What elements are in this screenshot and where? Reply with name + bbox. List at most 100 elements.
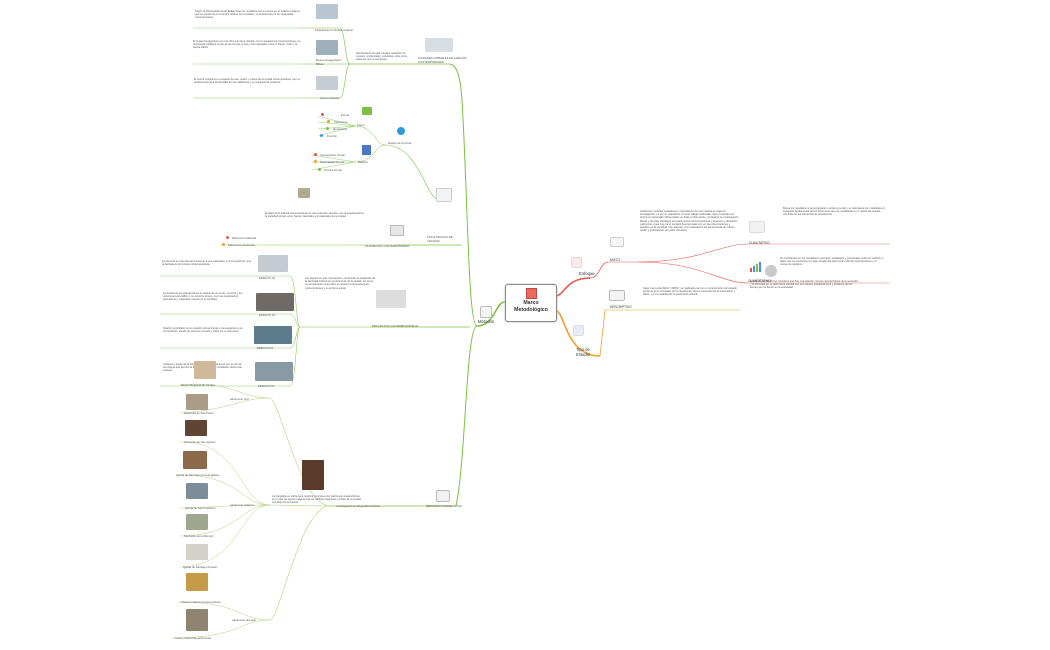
connector-line [311,154,356,163]
ficha-group-label[interactable]: Diseño de la Ficha [388,141,412,145]
project-photo-2 [256,293,294,311]
enfoque-mixto-label[interactable]: MIXTO [610,258,621,262]
connector-line [177,474,271,506]
fisico-item-funcion: Función [327,134,337,138]
connector-line [384,144,441,201]
printer-icon [609,290,625,301]
ficha-estetico-label[interactable]: Estético [358,160,368,164]
registro-item-5: Iglesia de San Francisco [185,506,216,510]
connector-line [289,326,301,349]
enfoque-cualitativo-label[interactable]: CUALITATIVO [749,241,770,245]
registro-item-6: Santuario de la Merced [184,534,213,538]
estetico-item-1: Composición formal [320,153,345,157]
books-icon [573,325,584,336]
bar-chart-icon [748,262,762,272]
registro-group-2[interactable]: patrimonio religioso [230,503,255,507]
heritage-photo-2 [186,394,208,410]
tipo-right-text: El estudio de Madrid se considera que ha… [750,280,858,290]
center-topic-node[interactable]: Marco Metodológico [505,284,557,322]
heritage-photo-5 [186,483,208,499]
connector-line [637,261,749,284]
heritage-photo [298,188,310,198]
estetico-item-3: Textura formal [324,168,342,172]
heritage-photo-7 [186,544,208,560]
project-photo-4 [255,362,293,381]
connector-line [339,63,351,99]
project-photo-3 [254,326,292,344]
registro-group-1[interactable]: patrimonio civil [230,397,249,401]
enfoque-cuantitativo-text: Se considerará en los resultados numéric… [780,257,884,267]
registro-item-1: Museo Regional de Ciudad [181,383,215,387]
heritage-photo-3 [185,420,207,436]
branch-tipo-estudio[interactable]: Tipo de Estudio [576,347,590,357]
people-icon [390,225,404,236]
fisico-item-volumetria: Volumetría [334,120,348,124]
connector-line [177,601,271,621]
registro-item-8: Casona cultural contemporánea [181,600,221,604]
metodos-trunk-down [455,325,478,507]
building-blue-icon [362,145,371,155]
registro-item-2: Hacienda de San Pedro [184,411,214,415]
enfoque-cuantitativo-label[interactable]: CUANTITATIVO [748,279,771,283]
ficha-fisico-label[interactable]: Físico [357,123,365,127]
project-photo-1 [258,255,288,272]
connector-line [637,243,749,263]
connector-line [179,383,271,399]
metodos-trunk [449,63,478,327]
map-icon [525,288,537,299]
herramientas-item-1-text: Según la Real Academia de Bellas Artes s… [195,10,300,20]
proyectos-item-3-text: Diseño inmobiliario con la relación de l… [163,327,243,334]
ficha-patrimonio-label[interactable]: PATRIMONIO CONTEMPORÁNEO [365,244,410,248]
tipo-branch-line [554,309,601,357]
fisico-item-forma: Forma [341,113,350,117]
connector-line [289,313,301,328]
heritage-photo-4 [183,451,207,469]
connector-line [179,397,271,414]
heritage-photo-1 [194,361,216,379]
registro-item-4: Iglesia de San Marcos Evangelista [176,473,219,477]
priority-dot [226,236,229,239]
heritage-photo-8 [186,573,208,591]
connector-line [179,441,271,506]
proyectos-item-4-caption: EDIFICIO 04 [258,384,275,388]
connector-line [179,504,271,509]
tipo-descriptivo-text: Según se puede definir "ARTE", se realiz… [643,287,737,297]
priority-dot [222,243,225,246]
priority-dot [314,153,317,156]
priority-dot [320,134,323,137]
connector-line [179,504,271,568]
ficha-patrimonio-text: El patrimonio cultural contemporáneo es … [265,212,365,219]
unidades-formales-image [425,38,453,52]
proyectos-item-1-text: La obra fue en una idea de conservar a s… [162,260,252,267]
proyectos-item-1-caption: EDIFICIO 01 [259,276,276,280]
enfoque-branch-line [554,277,591,297]
center-title-line1: Marco [523,300,539,306]
priority-dot [314,160,317,163]
connector-line [589,261,609,279]
connector-line [269,505,331,621]
connector-line [269,397,331,507]
registro-label[interactable]: REGISTRO FOTOGRÁFICO [426,504,462,508]
registro-item-3: Convento de San Agustín [184,440,216,444]
metodos-branch-line [476,301,506,327]
registro-group-3[interactable]: patrimonio del siglo [232,618,257,622]
herramientas-item-1-caption: Fachada de la Ciudad Cultural [315,28,353,32]
connector-line [599,309,606,357]
proyectos-label[interactable]: PROYECTOS CONTEMPORÁNEOS [372,324,419,328]
seal-image [765,265,777,277]
branch-metodos[interactable]: Métodos [478,319,495,324]
ficha-label[interactable]: FICHA TECNICA DE ANALISIS [427,235,453,243]
herramientas-label[interactable]: UNIDADES FORMALES DE ANÁLISIS CONTEMPORÁ… [418,56,467,64]
ficha-left-label-1: Patrimonio Material [232,236,257,240]
registro-sub-label[interactable]: Investigación en fotografía histórica [336,504,380,508]
proyectos-item-2-caption: EDIFICIO 02 [259,313,276,317]
connector-line [317,125,356,130]
tools-icon [436,188,452,202]
herramientas-item-2-text: El museo Guggenheim es una obra que tien… [193,40,301,50]
branch-enfoque[interactable]: Enfoque [579,271,595,276]
heritage-photo-6 [186,514,208,530]
connector-line [269,504,331,507]
tipo-descriptivo-label[interactable]: DESCRIPTIVO [610,305,632,309]
